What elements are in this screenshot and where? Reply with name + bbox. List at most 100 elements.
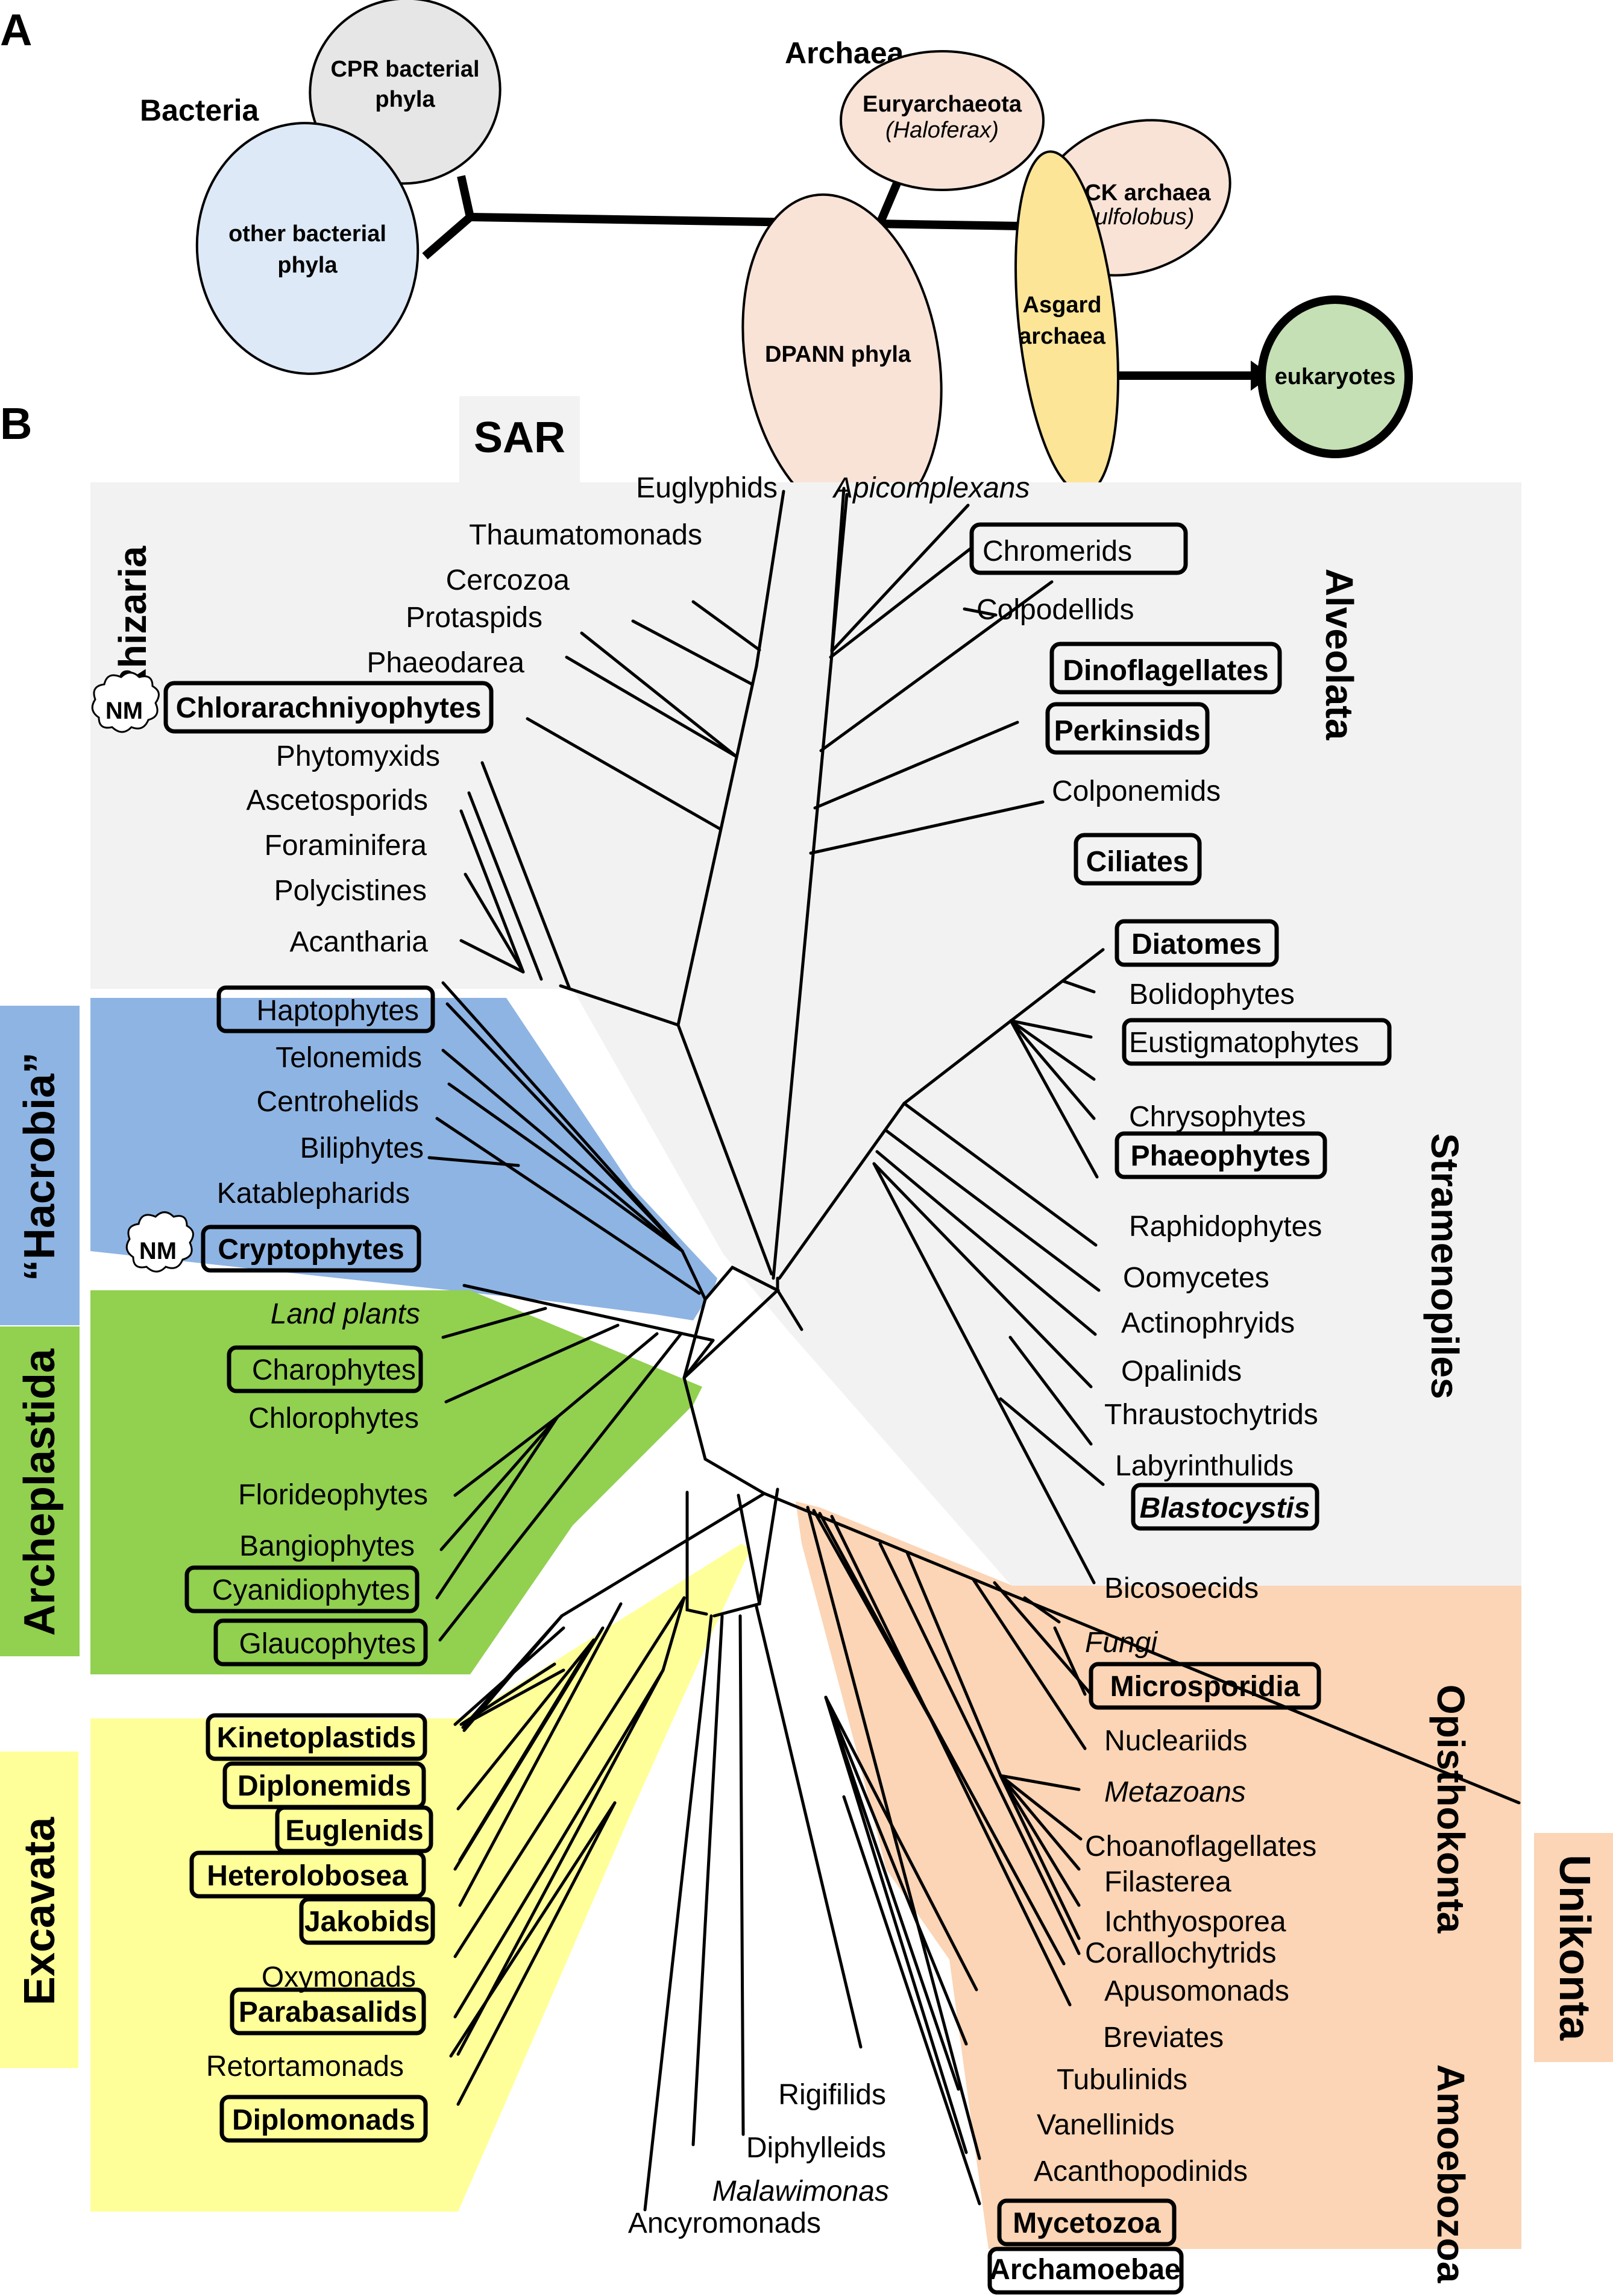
taxon-box [201,1225,421,1273]
eukaryotes-node [1257,295,1413,458]
cpr-branch [457,175,474,218]
taxon-label: Ancyromonads [628,2207,821,2239]
taxon-label: Diplonemids [237,1770,411,1802]
hacrobia-region [90,998,717,1320]
opisthokonta-taxa: Fungi Microsporidia Nucleariids Metazoan… [1085,1627,1321,2054]
taxon-label: Diplomonads [232,2104,415,2136]
taxon-box [1049,642,1282,695]
cloud-icon [91,672,160,733]
branch-rigifilids [755,1605,863,2049]
branch-ancyromonads [643,1614,713,2212]
branch-mycetozoa [824,1695,968,2154]
branch-biliphytes-trunk [598,1189,684,1253]
branch-diatomes [902,948,1105,1105]
sar-region [90,482,1521,1604]
taxon-label: Ciliates [1086,846,1189,878]
taxon-label: Euglenids [285,1815,423,1847]
taxon-box [163,681,494,734]
taxon-label: Chlorarachniyophytes [176,692,482,724]
branch-opalinids [875,1150,1097,1336]
cloud-icon [125,1211,194,1273]
branch-metamonada-trunk [661,1596,686,1672]
dpann-label: DPANN phyla [765,342,911,367]
sar-tab [459,396,580,484]
other-bacteria-node [195,122,420,375]
unikonta-trunk [762,1492,1521,1805]
taxon-label: Parabasalids [239,1996,417,2028]
branch-cercozoa [631,619,754,686]
hacrobia-taxa: Haptophytes Telonemids Centrohelids Bili… [201,985,435,1273]
branch-foraminifera [459,809,525,974]
branch-centrohelids [441,1049,684,1253]
stramenopiles-taxa: Diatomes Bolidophytes Eustigmatophytes C… [1104,919,1392,1604]
branch-bicosoecids [872,1162,1096,1585]
branch-oxymonads [453,1596,686,1958]
opisthokonta-label: Opisthokonta [1429,1685,1473,1934]
panel-b-letter: B [0,399,32,449]
nm-badge-chlorarachniophytes: NM [91,672,160,733]
branch-florideophytes [453,1415,559,1497]
taxon-box [230,1987,426,2036]
taxon-box [1045,702,1210,755]
branch-choanoflagellates [999,1774,1083,1841]
taxon-label: Cercozoa [446,564,570,596]
branch-acantharia [459,939,525,974]
taxon-box [219,2095,428,2143]
nm-label: NM [105,698,143,724]
branch-diplomonads [456,1801,617,2106]
taxon-label: Breviates [1103,2022,1224,2054]
taxon-label: Retortamonads [206,2051,404,2083]
taxon-label: Tubulinids [1057,2064,1187,2096]
branch-telonemids [445,1002,684,1253]
taxon-label: Bolidophytes [1129,979,1295,1011]
taxon-label: Cyanidiophytes [212,1574,410,1606]
rhizaria-retaria-trunk [559,984,680,1027]
branch-eustigmatophytes [1009,1019,1093,1039]
branch-chlorophytes [444,1323,620,1404]
taxon-box [184,1565,420,1613]
haloferax-label: (Haloferax) [885,118,999,143]
taxon-label: Corallochytrids [1085,1937,1276,1969]
branch-biliphytes [447,1082,602,1193]
taxon-label: Acantharia [290,926,429,958]
taxon-box [1074,833,1202,886]
branch-chrysophytes [1009,1019,1096,1081]
hacrobia-tab [0,1006,80,1325]
core-to-sar [776,1288,803,1331]
branch-bolidophytes [1061,979,1096,994]
taxon-box [213,1618,428,1667]
branch-tubulinids [824,1695,978,1992]
taxon-label: Colpodellids [976,594,1134,626]
other-bacteria-branch [422,213,473,260]
taxon-box [1122,1018,1392,1066]
orphan-taxa: Rigifilids Diphylleids Malawimonas Ancyr… [628,2079,889,2239]
tree-branches [427,487,1521,2212]
branch-colpodellids [829,547,972,659]
taxon-label: Ascetosporids [247,784,428,816]
panel-a-letter: A [0,5,32,55]
taxon-label: Rigifilids [778,2079,886,2111]
taxon-box [987,2247,1184,2295]
branch-phaeodarea [565,655,738,758]
branch-land-plants [462,1284,715,1342]
branch-ciliates [809,800,1045,855]
taxon-label: Apicomplexans [832,472,1030,504]
branch-ascetosporids [467,791,543,981]
taxon-label: Fungi [1085,1627,1158,1659]
taxon-box [216,985,435,1033]
taxon-box [1115,1131,1327,1179]
taxon-label: Labyrinthulids [1115,1450,1294,1482]
taxon-label: Filasterea [1104,1866,1231,1898]
taxon-box [1089,1662,1321,1710]
branch-protaspids [580,631,738,758]
taxon-label: Mycetozoa [1013,2207,1161,2239]
core-branch-left [682,1339,766,1495]
taxon-label: Microsporidia [1110,1671,1300,1703]
excavata-taxa: Kinetoplastids Diplonemids Euglenids Het… [189,1713,435,2143]
taxon-label: Eustigmatophytes [1129,1027,1359,1059]
branch-filasterea [999,1774,1081,1871]
taxon-label: Chlorophytes [248,1402,419,1434]
panel-b: B SAR Rhizaria Alveolata Stramenopiles “… [0,396,1613,2295]
taxon-label: Dinoflagellates [1063,655,1268,687]
